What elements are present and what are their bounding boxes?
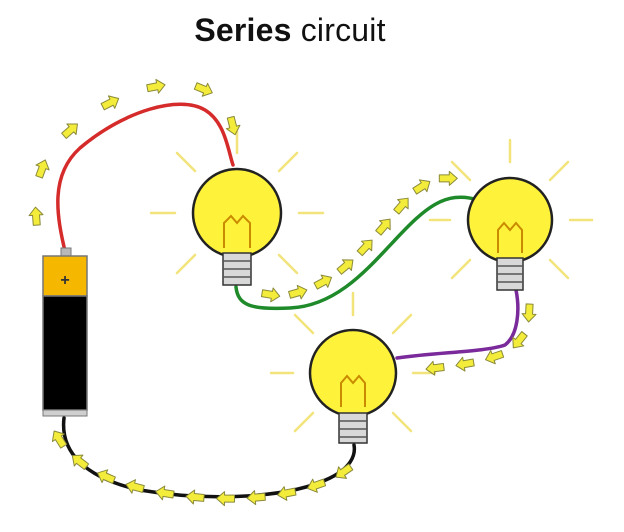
current-arrow-icon — [390, 193, 414, 217]
current-arrow-icon — [192, 78, 216, 100]
current-arrow-icon — [145, 77, 167, 96]
bulb-base — [338, 412, 368, 444]
current-arrow-icon — [334, 254, 358, 278]
current-arrow-icon — [154, 484, 176, 502]
current-arrow-icon — [354, 234, 378, 259]
current-arrow-icon — [184, 488, 206, 506]
light-bulb-1 — [149, 129, 325, 286]
light-bulb-2 — [428, 138, 594, 291]
bulb-base — [496, 257, 524, 291]
bulb-filament-icon — [340, 374, 366, 407]
light-rays-icon — [428, 138, 594, 280]
current-arrow-icon — [311, 270, 336, 293]
light-bulb-3 — [269, 291, 437, 444]
current-arrow-icon — [372, 214, 396, 238]
current-arrow-icon — [58, 118, 83, 142]
current-arrow-icon — [287, 282, 310, 303]
battery-positive-end — [42, 255, 88, 297]
battery-plus-label: + — [60, 272, 69, 289]
red-wire — [56, 102, 235, 257]
bulb-base — [222, 252, 252, 286]
current-arrow-icon — [123, 477, 146, 497]
battery-negative-end — [42, 409, 88, 417]
light-rays-icon — [149, 129, 325, 275]
current-arrow-icon — [223, 115, 243, 137]
current-arrow-icon — [275, 484, 298, 503]
bulb-filament-icon — [223, 214, 251, 248]
current-flow-arrows — [27, 77, 538, 507]
current-arrow-icon — [260, 285, 282, 304]
current-arrow-icon — [246, 489, 267, 506]
bulb-glass — [191, 167, 283, 259]
bulb-glass — [308, 328, 398, 418]
title-rest: circuit — [300, 12, 386, 48]
current-arrow-icon — [215, 491, 236, 507]
bulb-filament-icon — [497, 221, 523, 253]
current-arrow-icon — [410, 175, 435, 198]
battery-terminal — [60, 247, 72, 257]
title-bold: Series — [194, 12, 292, 48]
current-arrow-icon — [27, 206, 45, 227]
diagram-title: Series circuit — [0, 12, 580, 49]
current-arrow-icon — [331, 460, 356, 484]
purple-wire — [395, 288, 520, 360]
current-arrow-icon — [521, 303, 538, 323]
battery-body — [42, 295, 88, 411]
battery: + — [42, 247, 88, 417]
current-arrow-icon — [32, 157, 53, 180]
current-arrow-icon — [438, 170, 458, 186]
current-arrow-icon — [454, 355, 476, 373]
bulb-glass — [466, 176, 554, 264]
current-arrow-icon — [98, 91, 123, 114]
green-wire — [234, 195, 480, 311]
